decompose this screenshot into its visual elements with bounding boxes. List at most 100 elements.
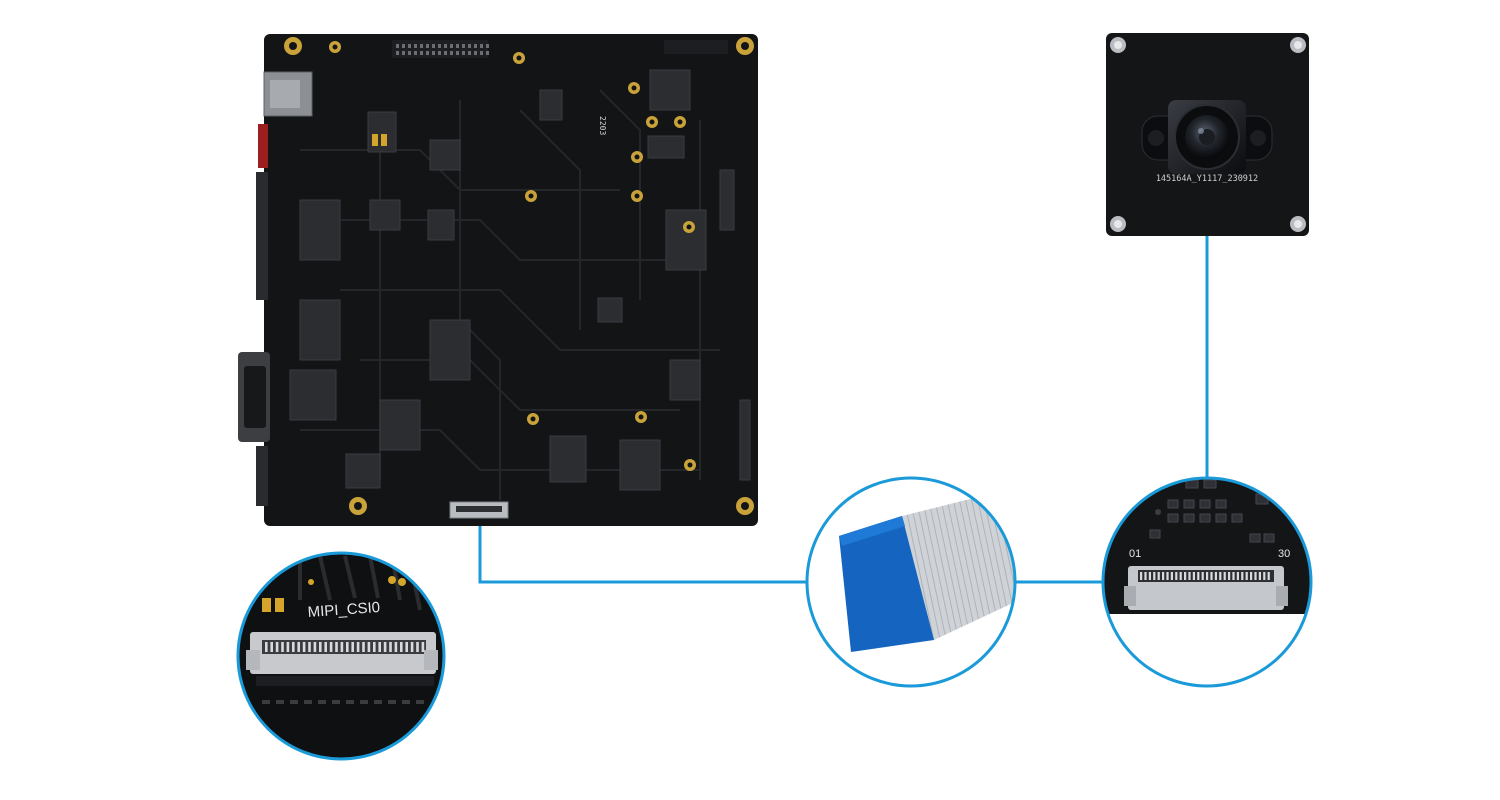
connector-pin (1258, 572, 1261, 580)
connector-pin (1223, 572, 1226, 580)
connector-pin (1175, 572, 1178, 580)
header-pin (438, 44, 441, 48)
connector-pin (302, 642, 306, 652)
connector-pin (1241, 572, 1244, 580)
top-pin-header (392, 40, 489, 58)
header-pin (462, 44, 465, 48)
header-pin (402, 51, 405, 55)
connector-pin (286, 642, 290, 652)
board-silk-code: 2203 (598, 116, 607, 135)
top-right-header (664, 40, 728, 54)
header-pin (420, 51, 423, 55)
yellow-capacitor (372, 134, 378, 146)
header-pin (408, 44, 411, 48)
ribbon-cable-stiffener (839, 516, 934, 652)
connector-pin (275, 642, 279, 652)
connector-pin (1201, 572, 1204, 580)
connector-pin (1184, 572, 1187, 580)
connector-pin (373, 642, 376, 652)
zoom-circle-outline (236, 551, 446, 761)
header-pin (408, 51, 411, 55)
ic-chip (369, 199, 401, 231)
header-pin (486, 44, 489, 48)
header-pin (474, 44, 477, 48)
header-pin (414, 44, 417, 48)
solder-pad (304, 700, 312, 704)
connector-pin (292, 642, 295, 652)
connector-pin (1263, 572, 1266, 580)
board-to-cable-line (478, 522, 807, 584)
camera-part-code: 145164A_Y1117_230912 (1156, 174, 1258, 184)
edge-connector (256, 172, 268, 300)
header-pin (426, 51, 429, 55)
connector-pin (1144, 572, 1147, 580)
pin-end-label: 30 (1278, 548, 1290, 560)
connector-pin (367, 642, 371, 652)
ic-chip (427, 209, 455, 241)
main-board: 2203 (238, 34, 758, 526)
connector-pin (270, 642, 273, 652)
connector-pin (356, 642, 360, 652)
camera-mounting-holes (1110, 37, 1306, 232)
ic-chip (665, 209, 707, 271)
ic-chip (597, 297, 623, 323)
ic-chip (299, 299, 341, 361)
connector-pin (1254, 572, 1257, 580)
solder-pad (318, 700, 326, 704)
zoom-circle-outline (805, 476, 1017, 688)
header-pin (468, 44, 471, 48)
connector-pin (1236, 572, 1239, 580)
connector-pin (1210, 572, 1213, 580)
edge-connector-lower (256, 446, 268, 506)
connector-pin (1219, 572, 1222, 580)
connector-pin (340, 642, 344, 652)
connector-pin (1153, 572, 1156, 580)
solder-pad (416, 700, 424, 704)
solder-pad (346, 700, 354, 704)
header-pin (456, 44, 459, 48)
ic-chip (379, 399, 421, 451)
header-pin (402, 44, 405, 48)
camera-connector-zoom: 01 30 (1101, 476, 1313, 688)
connector-pin (1214, 572, 1217, 580)
header-pin (450, 51, 453, 55)
yellow-capacitor (381, 134, 387, 146)
ic-chip (345, 453, 381, 489)
header-pin (426, 44, 429, 48)
connector-pin (1179, 572, 1182, 580)
connector-pin (1232, 572, 1235, 580)
header-pin (396, 51, 399, 55)
connector-pin (1197, 572, 1200, 580)
ic-chip (619, 439, 661, 491)
connector-pin (1188, 572, 1191, 580)
ic-chip (289, 369, 337, 421)
connector-pin (1267, 572, 1270, 580)
connector-pin (362, 642, 365, 652)
header-pin (414, 51, 417, 55)
connector-pin (313, 642, 317, 652)
ic-chip (299, 199, 341, 261)
header-pin (480, 44, 483, 48)
solder-pad (276, 700, 284, 704)
header-pin (444, 44, 447, 48)
solder-pad (290, 700, 298, 704)
connector-pin (1162, 572, 1165, 580)
connector-pin (297, 642, 300, 652)
ic-chip (649, 69, 691, 111)
header-pin (432, 44, 435, 48)
header-pin (486, 51, 489, 55)
connector-pin (416, 642, 419, 652)
solder-pad (332, 700, 340, 704)
header-pin (420, 44, 423, 48)
connector-pin (378, 642, 381, 652)
zoom-circle-outline (1101, 476, 1313, 688)
connector-pin (421, 642, 425, 652)
connector-pin (1170, 572, 1173, 580)
ic-chip (549, 435, 587, 483)
ic-chip (669, 359, 701, 401)
header-pin (468, 51, 471, 55)
ic-chip (647, 135, 685, 159)
solder-pad (402, 700, 410, 704)
connector-pin (394, 642, 398, 652)
connector-pin (329, 642, 333, 652)
